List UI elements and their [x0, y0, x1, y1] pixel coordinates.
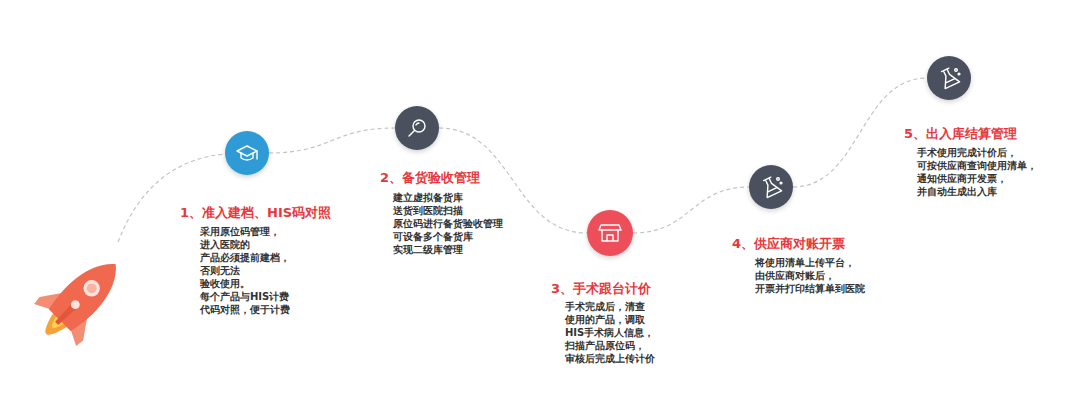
cap-icon: [237, 146, 257, 160]
step-heading: 5、出入库结算管理: [904, 126, 1017, 142]
icon: [225, 131, 269, 175]
icon: [395, 106, 439, 150]
step-heading: 4、供应商对账开票: [732, 236, 845, 252]
text-holder: 手术使用完成计价后， 可按供应商查询使用清单， 通知供应商开发票， 并自动生成出…: [917, 146, 1037, 198]
text-holder: 3、手术跟台计价: [551, 281, 651, 297]
step-heading: 2、备货验收管理: [380, 170, 480, 186]
text-holder: 5、出入库结算管理: [904, 126, 1017, 142]
step-circle: 1、准入建档、HIS码对照采用原位码管理，进入医院的 产品必须提前建档，否则无法…: [225, 131, 269, 175]
icon: [749, 165, 793, 209]
flask-icon: [938, 66, 960, 88]
flask-icon: [760, 175, 782, 197]
dashed-connector: [633, 187, 749, 233]
rocket-illustration: [24, 242, 137, 355]
icon: [587, 210, 633, 256]
glass-icon: [409, 120, 425, 136]
text-holder: 4、供应商对账开票: [732, 236, 845, 252]
text-holder: 2、备货验收管理: [380, 170, 480, 186]
step-description: 将使用清单上传平台， 由供应商对账后， 开票并打印结算单到医院: [755, 256, 865, 295]
step-circle: 4、供应商对账开票将使用清单上传平台， 由供应商对账后， 开票并打印结算单到医院: [749, 165, 793, 209]
shop-icon: [599, 225, 621, 241]
text-holder: 1、准入建档、HIS码对照: [180, 205, 331, 221]
text-holder: 采用原位码管理，进入医院的 产品必须提前建档，否则无法 验收使用。每个产品与HI…: [200, 225, 290, 316]
step-circle: 3、手术跟台计价手术完成后，清查 使用的产品，调取 HIS手术病人信息， 扫描产…: [587, 210, 633, 256]
step-description: 采用原位码管理，进入医院的 产品必须提前建档，否则无法 验收使用。每个产品与HI…: [200, 225, 290, 316]
step-description: 建立虚拟备货库 送货到医院扫描 原位码进行备货验收管理 可设备多个备货库 实现二…: [393, 191, 503, 256]
text-holder: 将使用清单上传平台， 由供应商对账后， 开票并打印结算单到医院: [755, 256, 865, 295]
step-circle: 2、备货验收管理建立虚拟备货库 送货到医院扫描 原位码进行备货验收管理 可设备多…: [395, 106, 439, 150]
step-heading: 3、手术跟台计价: [551, 281, 651, 297]
icon: [927, 56, 971, 100]
text-holder: 手术完成后，清查 使用的产品，调取 HIS手术病人信息， 扫描产品原位码， 审核…: [565, 300, 655, 365]
step-description: 手术使用完成计价后， 可按供应商查询使用清单， 通知供应商开发票， 并自动生成出…: [917, 146, 1037, 198]
step-description: 手术完成后，清查 使用的产品，调取 HIS手术病人信息， 扫描产品原位码， 审核…: [565, 300, 655, 365]
text-holder: 建立虚拟备货库 送货到医院扫描 原位码进行备货验收管理 可设备多个备货库 实现二…: [393, 191, 503, 256]
step-circle: 5、出入库结算管理手术使用完成计价后， 可按供应商查询使用清单， 通知供应商开发…: [927, 56, 971, 100]
dashed-connector: [269, 128, 395, 153]
step-heading: 1、准入建档、HIS码对照: [180, 205, 331, 221]
